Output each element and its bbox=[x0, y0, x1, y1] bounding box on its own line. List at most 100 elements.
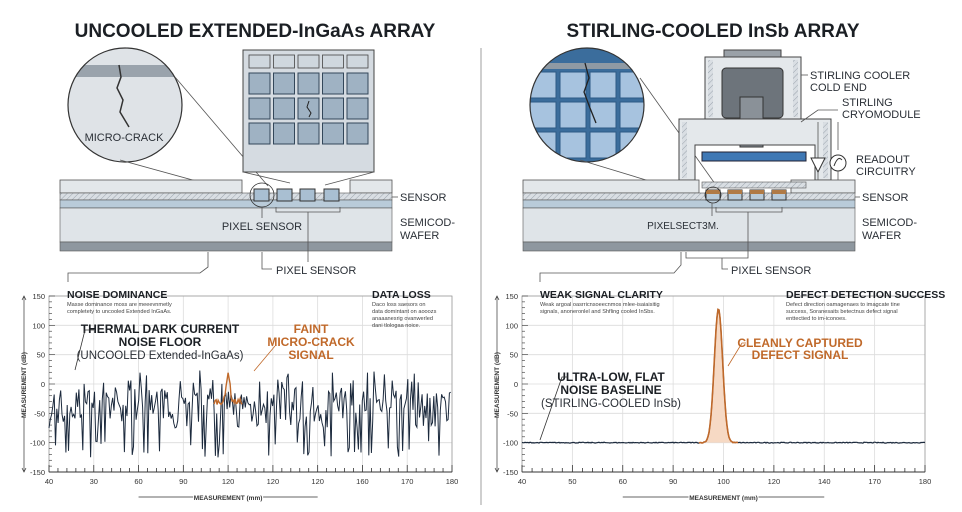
noise-trace bbox=[48, 370, 451, 458]
chart-desc: Masse dominance moss are meeevnmetly bbox=[67, 302, 172, 308]
pixel-cell bbox=[346, 97, 369, 120]
pixel-cell bbox=[589, 101, 617, 129]
pixel-sensor-label: PIXEL SENSOR bbox=[222, 221, 302, 233]
x-tick-label: 120 bbox=[222, 477, 235, 486]
x-tick-label: 120 bbox=[267, 477, 280, 486]
defect-signal-callout-1: CLEANLY CAPTURED bbox=[737, 336, 863, 350]
micro-crack-signal-trace bbox=[213, 372, 243, 406]
faint-signal-callout-3: SIGNAL bbox=[288, 348, 333, 362]
pixel-cell bbox=[273, 72, 295, 95]
y-tick-label: -50 bbox=[507, 409, 518, 418]
pixel-cell bbox=[322, 72, 344, 95]
readout-label-1: READOUT bbox=[856, 154, 910, 166]
thermal-callout-3: (UNCOOLED Extended-InGaAs) bbox=[77, 350, 244, 362]
x-tick-label: 90 bbox=[179, 477, 187, 486]
x-tick-label: 90 bbox=[669, 477, 677, 486]
y-tick-label: 150 bbox=[505, 292, 518, 301]
sensor-stack-right: SENSOR SEMICOD- WAFER PIXELSECT3M. PIXEL… bbox=[522, 179, 917, 282]
thermal-callout-2: NOISE FLOOR bbox=[119, 335, 202, 349]
wafer-label-2: WAFER bbox=[400, 230, 439, 242]
readout-label-2: CIRCUITRY bbox=[856, 166, 916, 178]
pixel-cell bbox=[322, 122, 344, 145]
x-tick-label: 160 bbox=[356, 477, 369, 486]
wafer-label-right-1: SEMICOD- bbox=[862, 217, 917, 229]
cryo-label-2: CRYOMODULE bbox=[842, 109, 921, 121]
y-tick-label: -100 bbox=[30, 439, 45, 448]
pixel-cell bbox=[619, 101, 644, 129]
label-bg bbox=[492, 355, 502, 417]
pixel-sensor-label-right: PIXEL SENSOR bbox=[731, 265, 811, 277]
x-tick-label: 170 bbox=[401, 477, 414, 486]
micro-crack-magnifier: MICRO-CRACK bbox=[67, 47, 269, 199]
x-tick-label: 180 bbox=[919, 477, 932, 486]
chart-desc: anaaanesrig ovanwerled bbox=[372, 316, 433, 322]
defect-signal-fill bbox=[698, 309, 739, 443]
signal-source-icon bbox=[829, 154, 847, 172]
crack-icon bbox=[306, 100, 312, 118]
micro-crack-label: MICRO-CRACK bbox=[85, 132, 164, 144]
left-title: UNCOOLED EXTENDED-InGaAs ARRAY bbox=[75, 21, 436, 42]
amplifier-icon bbox=[810, 157, 826, 174]
chart-desc: dani tlologaa noice. bbox=[372, 323, 421, 329]
y-tick-label: 0 bbox=[514, 380, 518, 389]
pixel-cell bbox=[346, 122, 369, 145]
pixel-cell bbox=[530, 131, 557, 159]
chart-desc: Weak argoal oasrricnsoeecnmos mlee-isaia… bbox=[540, 302, 660, 308]
y-axis-label: MEASUREMENT (dB) bbox=[21, 352, 28, 418]
right-diagram: STIRLING-COOLED InSb ARRAY bbox=[522, 21, 921, 282]
baseline-callout-1: ULTRA-LOW, FLAT bbox=[557, 370, 665, 384]
chart-desc: success, Soranesaits betectnus defect si… bbox=[786, 309, 898, 315]
chart-desc: completety to uncooled Extended InGaAs. bbox=[67, 309, 172, 315]
x-tick-label: 170 bbox=[868, 477, 881, 486]
sensor-label-right: SENSOR bbox=[862, 192, 909, 204]
right-title: STIRLING-COOLED InSb ARRAY bbox=[566, 21, 859, 42]
x-tick-label: 30 bbox=[90, 477, 98, 486]
chart-desc: enttectied to im-iconoes. bbox=[786, 316, 847, 322]
pixel-cell bbox=[559, 101, 587, 129]
label-bg bbox=[193, 491, 264, 501]
x-tick-label: 40 bbox=[45, 477, 53, 486]
crack-icon bbox=[116, 64, 130, 128]
faint-signal-callout-2: MICRO-CRACK bbox=[267, 335, 355, 349]
y-tick-label: 100 bbox=[505, 321, 518, 330]
crack-icon bbox=[583, 62, 597, 124]
arrow-icon bbox=[21, 295, 27, 473]
faint-signal-callout-1: FAINT bbox=[294, 322, 329, 336]
pixel-cell bbox=[273, 54, 295, 69]
label-bg bbox=[19, 355, 29, 417]
chart-callouts: THERMAL DARK CURRENT NOISE FLOOR (UNCOOL… bbox=[74, 322, 863, 441]
left-diagram: UNCOOLED EXTENDED-InGaAs ARRAY MICRO-CRA… bbox=[59, 21, 455, 282]
y-tick-label: -50 bbox=[34, 409, 45, 418]
y-axis-label: MEASUREMENT (dB) bbox=[494, 352, 501, 418]
cryo-label-1: STIRLING bbox=[842, 97, 893, 109]
pixel-cell bbox=[297, 122, 320, 145]
chart-heading-noise-dominance: NOISE DOMINANCE bbox=[67, 289, 167, 301]
arrow-icon bbox=[494, 295, 500, 473]
pixel-cell bbox=[297, 72, 320, 95]
chart-desc: data domintant on aooozs bbox=[372, 309, 437, 315]
x-tick-label: 100 bbox=[717, 477, 730, 486]
chart-desc: Daco loss saesors on bbox=[372, 302, 425, 308]
pixel-section-label: PIXELSECT3M. bbox=[647, 221, 719, 232]
cooler-label-2: COLD END bbox=[810, 82, 867, 94]
x-tick-label: 120 bbox=[311, 477, 324, 486]
y-tick-label: -100 bbox=[503, 439, 518, 448]
pixel-cell bbox=[619, 71, 644, 99]
x-tick-label: 120 bbox=[768, 477, 781, 486]
pixel-cell bbox=[559, 71, 587, 99]
label-bg bbox=[688, 491, 759, 501]
cold-plate bbox=[701, 151, 807, 162]
y-tick-label: -150 bbox=[30, 468, 45, 477]
defect-signal-callout-2: DEFECT SIGNAL bbox=[752, 348, 849, 362]
pixel-cell bbox=[346, 72, 369, 95]
stirling-cooler: STIRLING COOLER COLD END STIRLING CRYOMO… bbox=[678, 49, 921, 181]
x-tick-label: 180 bbox=[446, 477, 459, 486]
x-tick-label: 50 bbox=[568, 477, 576, 486]
x-tick-label: 60 bbox=[134, 477, 142, 486]
defect-signal-trace bbox=[698, 308, 739, 444]
sensor-stack: SENSOR SEMICOD- WAFER PIXEL SENSOR PIXEL… bbox=[59, 179, 455, 282]
